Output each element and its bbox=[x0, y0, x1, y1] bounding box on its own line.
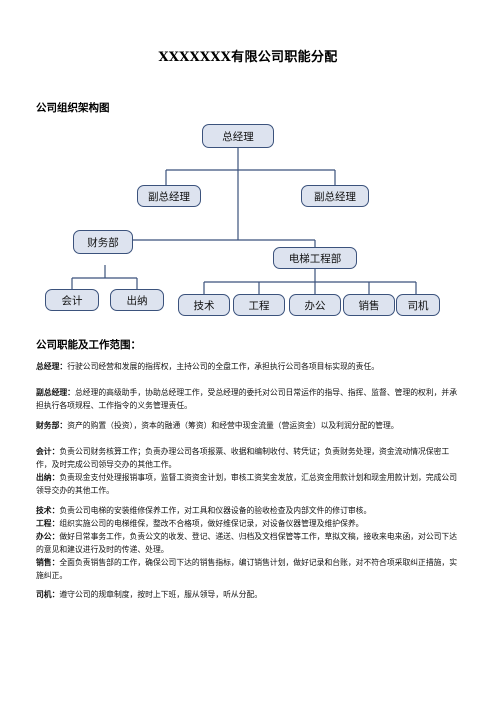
duty-sales: 销售：全面负责销售部的工作，确保公司下达的销售指标，编订销售计划，做好记录和台账… bbox=[36, 557, 462, 582]
duty-text: 负责公司电梯的安装维修保养工作，对工具和仪器设备的验收检查及内部文件的修订审核。 bbox=[59, 506, 372, 515]
org-chart-heading: 公司组织架构图 bbox=[36, 102, 110, 114]
duty-label: 副总经理： bbox=[36, 388, 75, 397]
duty-driver: 司机：遵守公司的规章制度，按时上下班，服从领导，听从分配。 bbox=[36, 589, 462, 602]
duty-label: 工程： bbox=[36, 519, 60, 528]
duty-text: 负责现金支付处理报销事项，监督工资资金计划，审核工资奖金发放，汇总资金用款计划和… bbox=[36, 473, 458, 495]
org-box-deputy-gm-right: 副总经理 bbox=[301, 185, 369, 207]
duty-label: 会计： bbox=[36, 447, 60, 456]
org-box-sales: 销售 bbox=[343, 294, 395, 316]
duty-text: 负责公司财务核算工作；负责办理公司各项报票、收据和编制收付、转凭证；负责财务处理… bbox=[36, 447, 450, 469]
duty-text: 全面负责销售部的工作，确保公司下达的销售指标，编订销售计划，做好记录和台账，对不… bbox=[36, 558, 458, 580]
duty-label: 技术： bbox=[36, 506, 60, 515]
org-box-driver: 司机 bbox=[396, 294, 440, 316]
duty-label: 总经理： bbox=[36, 362, 68, 371]
org-box-general-manager: 总经理 bbox=[202, 124, 274, 148]
duty-text: 做好日常事务工作，负责公文的收发、登记、递送、归档及文档保管等工作，草拟文稿，接… bbox=[36, 532, 458, 554]
org-box-deputy-gm-left: 副总经理 bbox=[137, 185, 201, 207]
duty-label: 销售： bbox=[36, 558, 60, 567]
duty-tech: 技术：负责公司电梯的安装维修保养工作，对工具和仪器设备的验收检查及内部文件的修订… bbox=[36, 505, 462, 518]
org-box-cashier: 出纳 bbox=[110, 289, 164, 311]
duty-accounting: 会计：负责公司财务核算工作；负责办理公司各项报票、收据和编制收付、转凭证；负责财… bbox=[36, 446, 462, 471]
org-box-elevator-engineering: 电梯工程部 bbox=[273, 247, 357, 269]
duty-general-manager: 总经理：行驶公司经营和发展的指挥权，主持公司的全盘工作，承担执行公司各项目标实现… bbox=[36, 361, 462, 374]
org-box-finance: 财务部 bbox=[73, 230, 133, 254]
duty-label: 财务部： bbox=[36, 421, 68, 430]
duty-office: 办公：做好日常事务工作，负责公文的收发、登记、递送、归档及文档保管等工作，草拟文… bbox=[36, 531, 462, 556]
duty-finance: 财务部：资产的购置（投资），资本的融通（筹资）和经营中现金流量（营运资金）以及利… bbox=[36, 420, 462, 433]
duty-text: 总经理的高级助手，协助总经理工作，受总经理的委托对公司日常运作的指导、指挥、监督… bbox=[36, 388, 458, 410]
org-box-office: 办公 bbox=[289, 294, 341, 316]
duty-label: 出纳： bbox=[36, 473, 60, 482]
org-box-tech: 技术 bbox=[178, 294, 230, 316]
duty-deputy-gm: 副总经理：总经理的高级助手，协助总经理工作，受总经理的委托对公司日常运作的指导、… bbox=[36, 387, 462, 412]
duty-engineering: 工程：组织实施公司的电梯维保，整改不合格项，做好维保记录，对设备仪器管理及维护保… bbox=[36, 518, 462, 531]
org-box-engineering: 工程 bbox=[233, 294, 285, 316]
org-box-accounting: 会计 bbox=[45, 289, 99, 311]
duty-text: 遵守公司的规章制度，按时上下班，服从领导，听从分配。 bbox=[59, 590, 263, 599]
duty-cashier: 出纳：负责现金支付处理报销事项，监督工资资金计划，审核工资奖金发放，汇总资金用款… bbox=[36, 472, 462, 497]
document-title: XXXXXXX有限公司职能分配 bbox=[158, 50, 338, 65]
duty-text: 组织实施公司的电梯维保，整改不合格项，做好维保记录，对设备仪器管理及维护保养。 bbox=[59, 519, 364, 528]
duty-text: 资产的购置（投资），资本的融通（筹资）和经营中现金流量（营运资金）以及利润分配的… bbox=[67, 421, 399, 430]
duty-text: 行驶公司经营和发展的指挥权，主持公司的全盘工作，承担执行公司各项目标实现的责任。 bbox=[67, 362, 380, 371]
duty-label: 办公： bbox=[36, 532, 60, 541]
duties-heading: 公司职能及工作范围： bbox=[36, 339, 141, 351]
duty-label: 司机： bbox=[36, 590, 60, 599]
